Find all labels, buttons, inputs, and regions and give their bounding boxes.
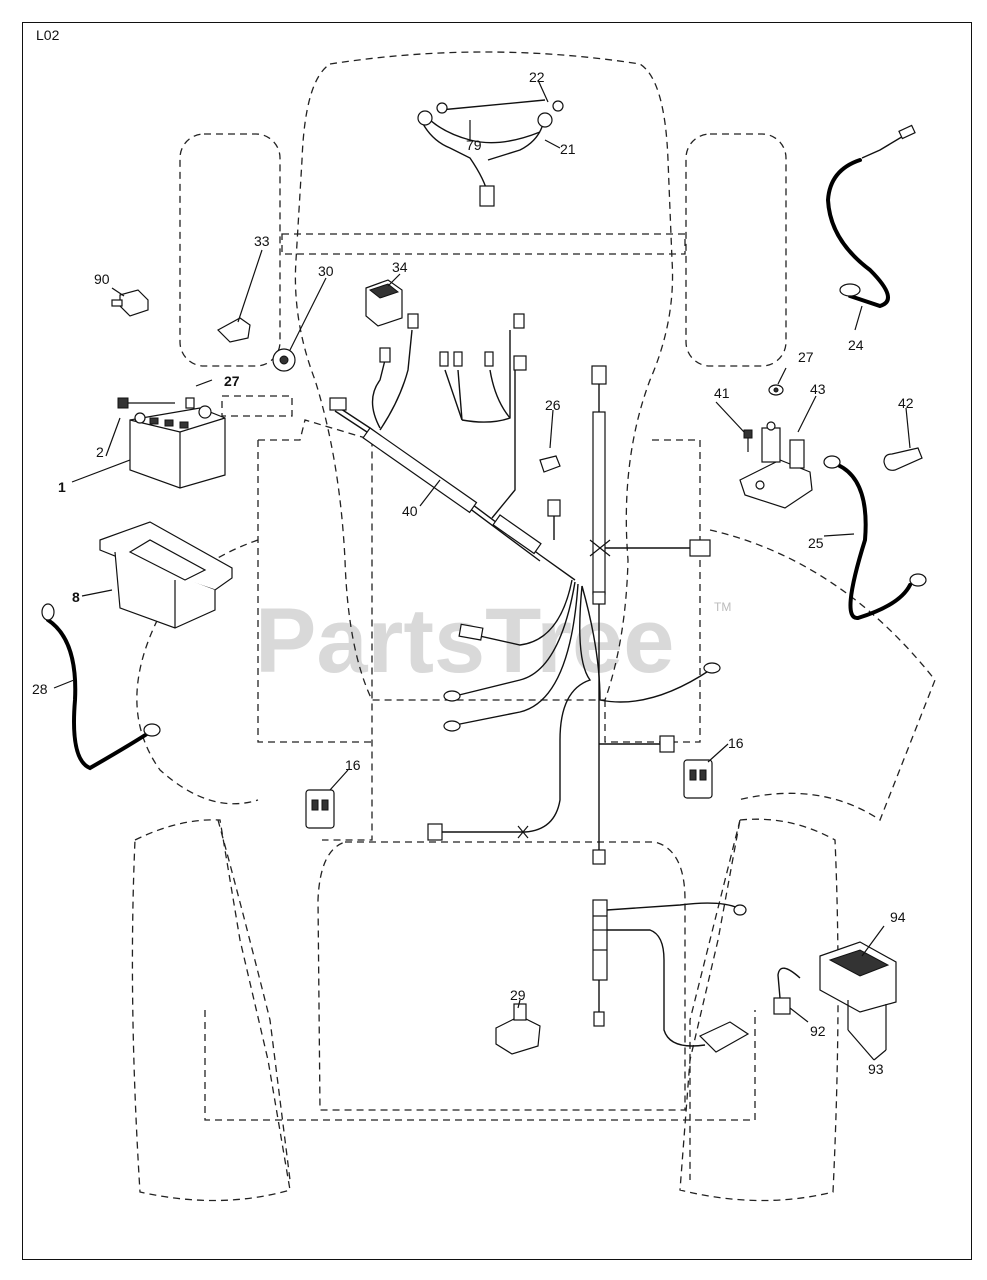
front-left-wheel xyxy=(179,133,281,367)
diagram-code: L02 xyxy=(36,27,60,43)
clip-part-33 xyxy=(217,317,251,343)
main-harness xyxy=(329,313,721,841)
switch-part-90 xyxy=(111,289,149,317)
battery-cable-28 xyxy=(41,603,161,771)
callout-2: 2 xyxy=(96,444,104,460)
callout-33: 33 xyxy=(254,233,270,249)
callout-30: 30 xyxy=(318,263,334,279)
right-body-outline xyxy=(604,439,936,821)
watermark: PartsTree xyxy=(255,590,674,692)
callout-16-left: 16 xyxy=(345,757,361,773)
battery-tray-part-8 xyxy=(99,521,233,629)
hood-bar xyxy=(281,233,686,255)
battery-cable-24 xyxy=(825,124,916,331)
switch-part-34 xyxy=(365,279,403,327)
callout-79: 79 xyxy=(466,137,482,153)
callout-22: 22 xyxy=(529,69,545,85)
switch-part-16-right xyxy=(683,759,713,799)
callout-93: 93 xyxy=(868,1061,884,1077)
battery-bolt-part-2 xyxy=(117,397,195,409)
relay-part-26 xyxy=(539,455,561,473)
callout-40: 40 xyxy=(402,503,418,519)
switch-part-16-left xyxy=(305,789,335,829)
callout-92: 92 xyxy=(810,1023,826,1039)
callout-27-right: 27 xyxy=(798,349,814,365)
battery-part-1 xyxy=(129,405,226,489)
callout-42: 42 xyxy=(898,395,914,411)
vertical-harness xyxy=(589,365,747,1047)
callout-24: 24 xyxy=(848,337,864,353)
callout-29: 29 xyxy=(510,987,526,1003)
seat-switch-part-29 xyxy=(495,1003,541,1055)
leader-lines xyxy=(53,249,911,1061)
ignition-switch-part-30 xyxy=(272,348,296,372)
nut-part-27 xyxy=(768,384,784,396)
relay-bracket xyxy=(698,1021,750,1053)
connector-part-92 xyxy=(773,967,801,1015)
rear-body-outline xyxy=(317,841,686,1111)
watermark-trademark: TM xyxy=(714,600,731,614)
callout-90: 90 xyxy=(94,271,110,287)
rear-left-wheel xyxy=(131,819,291,1202)
callout-labels: 1 2 8 16 16 21 22 24 25 26 27 27 28 29 3… xyxy=(32,69,914,1077)
battery-cable-25 xyxy=(823,455,927,620)
rear-right-wheel xyxy=(679,818,839,1202)
callout-25: 25 xyxy=(808,535,824,551)
callout-26: 26 xyxy=(545,397,561,413)
solenoid-part-43 xyxy=(739,421,813,509)
diagram-border xyxy=(22,22,972,1260)
bolt-part-41 xyxy=(743,429,753,452)
callout-43: 43 xyxy=(810,381,826,397)
callout-21: 21 xyxy=(560,141,576,157)
module-part-94 xyxy=(819,941,897,1050)
battery-bracket-outline xyxy=(221,395,293,417)
callout-16-right: 16 xyxy=(728,735,744,751)
callout-27-left: 27 xyxy=(224,373,240,389)
callout-34: 34 xyxy=(392,259,408,275)
callout-1: 1 xyxy=(58,479,66,495)
hood-outline xyxy=(294,51,674,701)
callout-28: 28 xyxy=(32,681,48,697)
callout-8: 8 xyxy=(72,589,80,605)
rear-frame-outline xyxy=(204,819,756,1181)
headlight-harness xyxy=(417,79,564,207)
front-right-wheel xyxy=(685,133,787,367)
callout-41: 41 xyxy=(714,385,730,401)
callout-94: 94 xyxy=(890,909,906,925)
terminal-boot-part-42 xyxy=(883,447,923,471)
tractor-outline xyxy=(131,51,936,1202)
